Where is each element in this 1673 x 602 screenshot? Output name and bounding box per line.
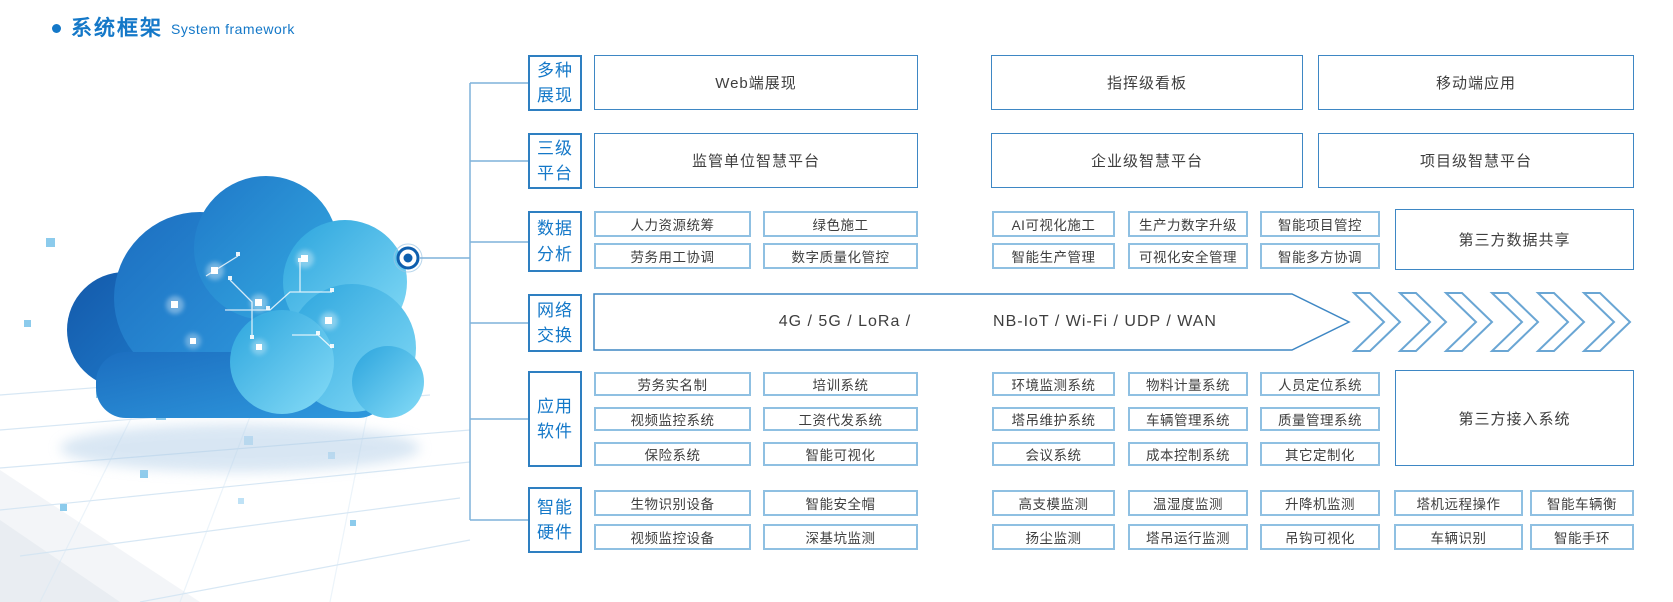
software-item: 培训系统 [763, 372, 918, 396]
hardware-item: 高支模监测 [992, 490, 1115, 516]
hardware-item: 生物识别设备 [594, 490, 751, 516]
network-band-shape [593, 293, 1351, 351]
hardware-item: 升降机监测 [1260, 490, 1380, 516]
hardware-item: 深基坑监测 [763, 524, 918, 550]
third-party-data-box: 第三方数据共享 [1395, 209, 1634, 270]
data-analysis-item: 劳务用工协调 [594, 243, 751, 269]
software-item: 环境监测系统 [992, 372, 1115, 396]
software-item: 物料计量系统 [1128, 372, 1248, 396]
hardware-item: 智能安全帽 [763, 490, 918, 516]
data-analysis-item: AI可视化施工 [992, 211, 1115, 237]
chevron-right-icons [1351, 292, 1632, 352]
cloud-illustration [67, 176, 424, 418]
level-label-platform: 三级 平台 [528, 133, 582, 189]
software-item: 视频监控系统 [594, 407, 751, 431]
cloud-glow-dots [166, 250, 338, 355]
level-label-display: 多种 展现 [528, 55, 582, 111]
data-analysis-item: 智能生产管理 [992, 243, 1115, 269]
software-item: 其它定制化 [1260, 442, 1380, 466]
software-item: 劳务实名制 [594, 372, 751, 396]
hardware-item: 车辆识别 [1394, 524, 1523, 550]
network-protocols-left: 4G / 5G / LoRa / [778, 313, 912, 330]
data-analysis-item: 生产力数字升级 [1128, 211, 1248, 237]
display-item: 移动端应用 [1318, 55, 1634, 110]
software-item: 智能可视化 [763, 442, 918, 466]
software-item: 保险系统 [594, 442, 751, 466]
data-analysis-item: 智能多方协调 [1260, 243, 1380, 269]
software-item: 车辆管理系统 [1128, 407, 1248, 431]
connector-lines [419, 82, 528, 521]
data-analysis-item: 人力资源统筹 [594, 211, 751, 237]
page-title: 系统框架 [71, 17, 163, 40]
level-label-network: 网络 交换 [528, 294, 582, 352]
display-item: 指挥级看板 [991, 55, 1303, 110]
hub-ring-icon [393, 243, 423, 273]
hardware-item: 塔吊运行监测 [1128, 524, 1248, 550]
level-label-hardware: 智能 硬件 [528, 487, 582, 553]
data-analysis-item: 绿色施工 [763, 211, 918, 237]
hardware-item: 视频监控设备 [594, 524, 751, 550]
hardware-item: 智能手环 [1530, 524, 1634, 550]
platform-item: 项目级智慧平台 [1318, 133, 1634, 188]
bullet-dot-icon [52, 23, 61, 33]
software-item: 会议系统 [992, 442, 1115, 466]
software-item: 工资代发系统 [763, 407, 918, 431]
software-item: 成本控制系统 [1128, 442, 1248, 466]
network-protocols-right: NB-IoT / Wi-Fi / UDP / WAN [993, 313, 1217, 330]
display-item: Web端展现 [594, 55, 918, 110]
hardware-item: 智能车辆衡 [1530, 490, 1634, 516]
software-item: 质量管理系统 [1260, 407, 1380, 431]
page-header: 系统框架 System framework [52, 12, 295, 42]
level-label-data-analysis: 数据 分析 [528, 211, 582, 272]
hardware-item: 吊钩可视化 [1260, 524, 1380, 550]
third-party-access-box: 第三方接入系统 [1395, 370, 1634, 466]
hardware-item: 温湿度监测 [1128, 490, 1248, 516]
data-analysis-item: 可视化安全管理 [1128, 243, 1248, 269]
platform-item: 企业级智慧平台 [991, 133, 1303, 188]
data-analysis-item: 数字质量化管控 [763, 243, 918, 269]
platform-item: 监管单位智慧平台 [594, 133, 918, 188]
level-label-software: 应用 软件 [528, 371, 582, 467]
data-analysis-item: 智能项目管控 [1260, 211, 1380, 237]
page-subtitle: System framework [171, 21, 295, 37]
software-item: 人员定位系统 [1260, 372, 1380, 396]
hardware-item: 扬尘监测 [992, 524, 1115, 550]
software-item: 塔吊维护系统 [992, 407, 1115, 431]
hardware-item: 塔机远程操作 [1394, 490, 1523, 516]
